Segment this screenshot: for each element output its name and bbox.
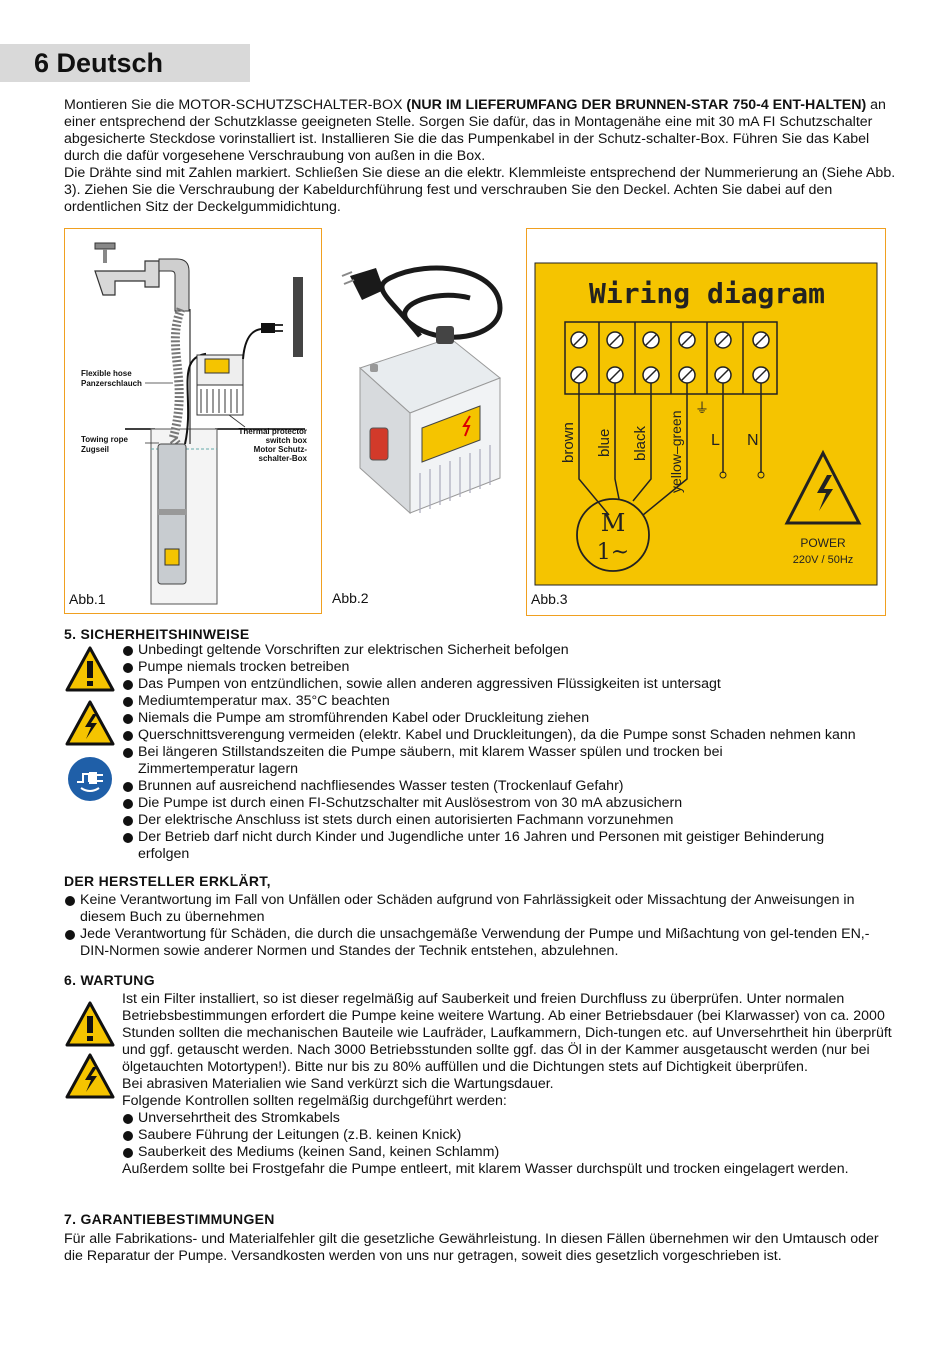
wiring-title: Wiring diagram (589, 277, 825, 310)
list-item: Querschnittsverengung vermeiden (elektr.… (122, 727, 922, 744)
voltage-label: 220V / 50Hz (793, 554, 854, 566)
thermal-protector-callout: Thermal protector switch box Motor Schut… (215, 427, 307, 463)
thermal-line-3: Motor Schutz- (253, 445, 307, 454)
flex-hose-de: Panzerschlauch (81, 379, 142, 388)
intro-p1-bold: (NUR IM LIEFERUMFANG DER BRUNNEN-STAR 75… (406, 97, 867, 113)
safety-list: Unbedingt geltende Vorschriften zur elek… (122, 642, 922, 863)
intro-p2: Die Drähte sind mit Zahlen markiert. Sch… (64, 165, 896, 215)
list-item: Jede Verantwortung für Schäden, die durc… (64, 926, 894, 960)
motor-m-label: M (601, 509, 626, 537)
abb1-label: Abb.1 (69, 591, 106, 607)
warning-exclamation-icon (65, 646, 115, 692)
terminal-label-n: N (747, 432, 759, 449)
list-item: Der Betrieb darf nicht durch Kinder und … (122, 829, 828, 863)
towing-rope-en: Towing rope (81, 435, 128, 444)
flex-hose-callout: Flexible hose Panzerschlauch (81, 369, 142, 389)
electrical-hazard-icon (65, 700, 115, 746)
flex-hose-en: Flexible hose (81, 369, 132, 378)
wire-label-blue: blue (596, 429, 613, 457)
warning-exclamation-icon (65, 1001, 115, 1047)
page-title: 6 Deutsch (34, 48, 164, 78)
list-item: Saubere Führung der Leitungen (z.B. kein… (122, 1127, 900, 1144)
list-item: Pumpe niemals trocken betreiben (122, 659, 922, 676)
maintenance-text: Ist ein Filter installiert, so ist diese… (122, 991, 900, 1178)
maintenance-p1: Ist ein Filter installiert, so ist diese… (122, 991, 892, 1075)
wiring-diagram: Wiring diagram (534, 262, 878, 586)
list-item: Brunnen auf ausreichend nachfliesendes W… (122, 778, 922, 795)
intro-text: Montieren Sie die MOTOR-SCHUTZSCHALTER-B… (64, 97, 904, 216)
terminal-label-l: L (711, 432, 720, 449)
warranty-title: 7. GARANTIEBESTIMMUNGEN (64, 1211, 275, 1227)
list-item: Sauberkeit des Mediums (keinen Sand, kei… (122, 1144, 900, 1161)
maintenance-title: 6. WARTUNG (64, 972, 155, 988)
maintenance-list: Unversehrtheit des Stromkabels Saubere F… (122, 1110, 900, 1161)
list-item: Unbedingt geltende Vorschriften zur elek… (122, 642, 922, 659)
well-installation-illustration (94, 242, 305, 605)
list-item: Keine Verantwortung im Fall von Unfällen… (64, 892, 894, 926)
wire-label-yellow-green: yellow–green (668, 411, 684, 494)
intro-p1-pre: Montieren Sie die MOTOR-SCHUTZSCHALTER-B… (64, 97, 407, 113)
switch-box-photo (341, 265, 503, 515)
thermal-line-4: schalter-Box (258, 454, 307, 463)
wire-label-black: black (632, 425, 649, 461)
electrical-hazard-icon (65, 1053, 115, 1099)
thermal-line-2: switch box (265, 436, 307, 445)
maintenance-p4: Außerdem sollte bei Frostgefahr die Pump… (122, 1161, 849, 1177)
list-item: Der elektrische Anschluss ist stets durc… (122, 812, 922, 829)
list-item: Bei längeren Stillstandszeiten die Pumpe… (122, 744, 778, 778)
towing-rope-de: Zugseil (81, 445, 110, 454)
abb2-label: Abb.2 (332, 590, 369, 606)
manufacturer-title: DER HERSTELLER ERKLÄRT, (64, 873, 271, 889)
towing-rope-callout: Towing rope Zugseil (81, 435, 128, 455)
figure-abb1: Flexible hose Panzerschlauch Towing rope… (64, 228, 322, 614)
warranty-text: Für alle Fabrikations- und Materialfehle… (64, 1231, 879, 1264)
list-item: Mediumtemperatur max. 35°C beachten (122, 693, 922, 710)
maintenance-p3: Folgende Kontrollen sollten regelmäßig d… (122, 1093, 507, 1109)
wire-label-brown: brown (560, 422, 577, 463)
thermal-line-1: Thermal protector (238, 427, 307, 436)
motor-symbol (576, 498, 650, 572)
intro-p1-post: an einer entsprechend der Schutzklasse g… (64, 97, 886, 164)
safety-title: 5. SICHERHEITSHINWEISE (64, 626, 250, 642)
figure-abb2: Abb.2 (330, 228, 520, 614)
list-item: Die Pumpe ist durch einen FI-Schutzschal… (122, 795, 922, 812)
section-header: 6 Deutsch (0, 44, 250, 82)
disconnect-mains-icon (68, 757, 112, 801)
figure-abb3: Wiring diagram (526, 228, 886, 616)
manufacturer-list: Keine Verantwortung im Fall von Unfällen… (64, 892, 894, 960)
power-label: POWER (800, 536, 846, 550)
abb3-label: Abb.3 (531, 591, 568, 607)
maintenance-p2: Bei abrasiven Materialien wie Sand verkü… (122, 1076, 554, 1092)
earth-symbol: ⏚ (695, 401, 709, 417)
list-item: Unversehrtheit des Stromkabels (122, 1110, 900, 1127)
motor-phase-label: 1~ (597, 540, 629, 565)
list-item: Das Pumpen von entzündlichen, sowie alle… (122, 676, 922, 693)
list-item: Niemals die Pumpe am stromführenden Kabe… (122, 710, 922, 727)
